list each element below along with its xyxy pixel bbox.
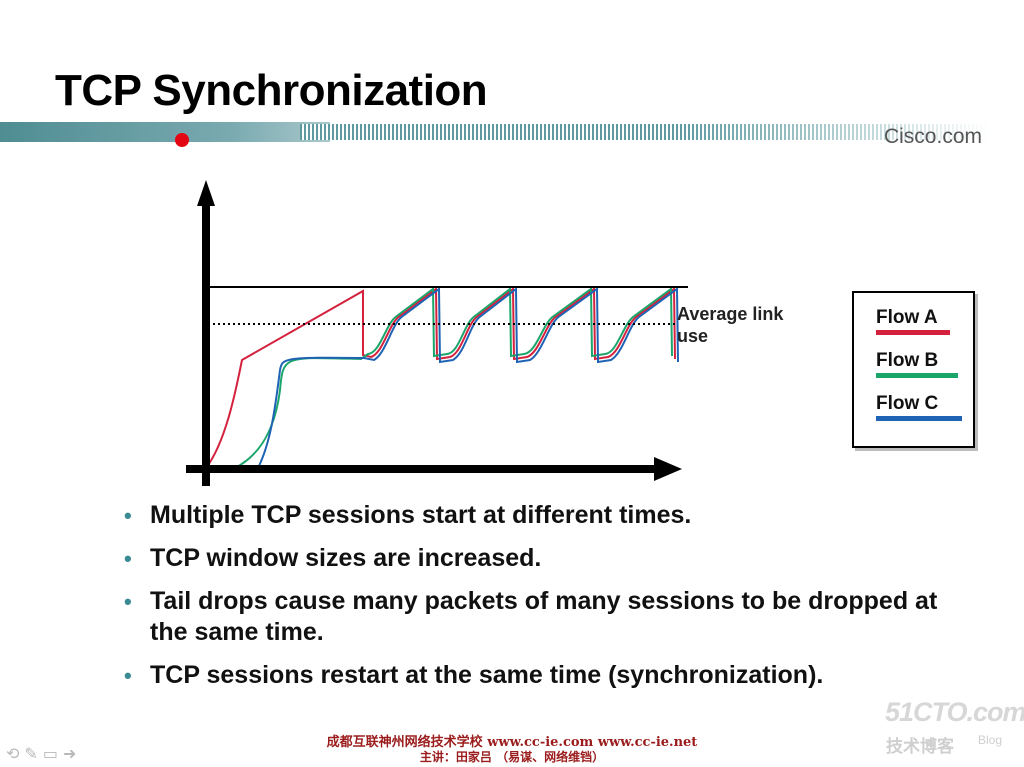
y-axis-arrow-icon <box>197 180 215 206</box>
watermark-blog: Blog <box>978 733 1003 747</box>
bullet-dot-icon: • <box>124 589 132 614</box>
footer-lecturer-line: 主讲：田家吕 （易谋、网络维铛） <box>419 750 605 764</box>
legend-item-flow-a: Flow A <box>876 307 950 338</box>
footer-school-line: 成都互联神州网络技术学校 www.cc-ie.com www.cc-ie.net <box>326 735 698 750</box>
watermark-logo: 51CTO.com <box>885 697 1024 727</box>
bullet-item: •TCP window sizes are increased. <box>124 544 542 572</box>
legend-swatch-green <box>876 373 958 378</box>
flow-line-flow-a <box>205 286 676 469</box>
tcp-sync-diagram <box>186 180 688 486</box>
average-link-use-label: Average link use <box>677 304 784 346</box>
legend-swatch-red <box>876 330 950 335</box>
legend-item-flow-b: Flow B <box>876 350 958 381</box>
legend-box: Flow A Flow B Flow C <box>852 291 975 448</box>
bullet-item: •Tail drops cause many packets of many s… <box>124 587 938 646</box>
bullet-item: •Multiple TCP sessions start at differen… <box>124 501 692 529</box>
header-stripes <box>300 124 990 140</box>
legend-label: Flow A <box>876 307 938 328</box>
flow-line-flow-b <box>234 286 673 469</box>
previous-icon[interactable]: ⟲ <box>6 746 25 763</box>
bullet-item: •TCP sessions restart at the same time (… <box>124 661 824 689</box>
watermark-subtitle: 技术博客 <box>886 737 954 756</box>
bullet-dot-icon: • <box>124 546 132 571</box>
bullet-list: •Multiple TCP sessions start at differen… <box>122 500 942 703</box>
legend-label: Flow C <box>876 393 939 414</box>
legend-item-flow-c: Flow C <box>876 393 962 424</box>
bullet-dot-icon: • <box>124 503 132 528</box>
flow-line-flow-c <box>257 286 679 469</box>
bullet-dot-icon: • <box>124 663 132 688</box>
y-axis <box>202 204 210 486</box>
header-band <box>0 122 330 142</box>
x-axis <box>186 465 656 473</box>
slide-title: TCP Synchronization <box>55 66 488 115</box>
flow-lines <box>205 286 679 469</box>
pen-icon[interactable]: ✎ <box>24 746 43 763</box>
red-dot-icon <box>175 133 189 147</box>
x-axis-arrow-icon <box>654 457 682 481</box>
legend-swatch-blue <box>876 416 962 421</box>
brand-logo-text: Cisco.com <box>883 125 982 148</box>
next-icon[interactable]: ➜ <box>62 746 82 763</box>
legend-label: Flow B <box>876 350 939 371</box>
menu-icon[interactable]: ▭ <box>42 746 63 763</box>
slide-nav: ⟲✎▭➜ <box>6 744 81 764</box>
